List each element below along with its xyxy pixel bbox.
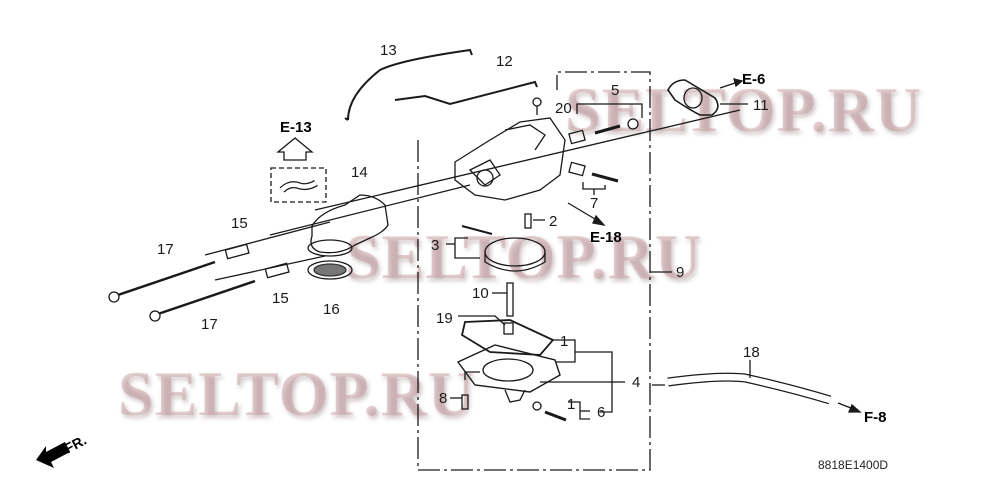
watermark: SELTOP.RU bbox=[565, 74, 923, 145]
callout-17: 17 bbox=[201, 316, 218, 333]
reference-f8: F-8 bbox=[864, 409, 887, 426]
callout-10: 10 bbox=[472, 285, 489, 302]
callout-14: 14 bbox=[351, 164, 368, 181]
front-direction-arrow bbox=[36, 442, 70, 468]
watermark: SELTOP.RU bbox=[118, 358, 476, 429]
callout-5: 5 bbox=[611, 82, 620, 99]
callout-2: 2 bbox=[549, 213, 558, 230]
callout-16: 16 bbox=[323, 301, 340, 318]
air-cleaner-elbow bbox=[310, 194, 389, 254]
callout-17: 17 bbox=[157, 241, 174, 258]
callout-11: 11 bbox=[753, 97, 769, 114]
throttle-rod bbox=[394, 80, 538, 106]
air-cleaner-screen bbox=[307, 260, 353, 280]
callout-12: 12 bbox=[496, 53, 513, 70]
callout-7: 7 bbox=[590, 195, 599, 212]
float-chamber bbox=[456, 344, 561, 393]
insulator-gasket bbox=[667, 79, 719, 116]
callout-13: 13 bbox=[380, 42, 397, 59]
reference-e18: E-18 bbox=[590, 229, 622, 246]
callout-18: 18 bbox=[743, 344, 760, 361]
callout-15: 15 bbox=[231, 215, 248, 232]
carburetor-body bbox=[454, 117, 566, 201]
diagram-code: 8818E1400D bbox=[818, 458, 889, 472]
callout-19: 19 bbox=[436, 310, 453, 327]
reference-e13: E-13 bbox=[280, 119, 312, 136]
choke-rod bbox=[347, 48, 473, 121]
callout-6: 6 bbox=[597, 404, 606, 421]
callout-9: 9 bbox=[676, 264, 685, 281]
callout-20: 20 bbox=[555, 100, 572, 117]
assembly-boundary bbox=[417, 71, 651, 471]
callout-1: 1 bbox=[560, 333, 569, 350]
callout-15: 15 bbox=[272, 290, 289, 307]
reference-e6: E-6 bbox=[742, 71, 766, 88]
callout-3: 3 bbox=[431, 237, 440, 254]
callout-8: 8 bbox=[439, 390, 448, 407]
callout-1: 1 bbox=[567, 396, 576, 413]
watermark: SELTOP.RU bbox=[345, 221, 703, 292]
callout-4: 4 bbox=[632, 374, 641, 391]
